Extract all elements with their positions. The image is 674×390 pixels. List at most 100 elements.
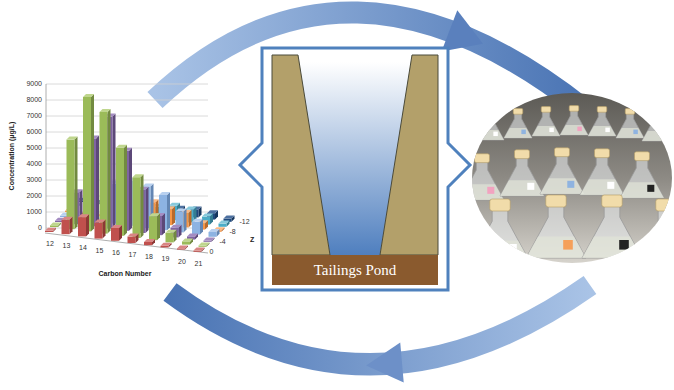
x-tick: 18 [145, 253, 153, 261]
z-tick: -12 [240, 218, 250, 226]
flask-liquid [460, 184, 504, 200]
flask-liquid [560, 125, 588, 135]
flask [540, 154, 584, 194]
flask-tag [619, 240, 629, 250]
z-tick: -8 [230, 228, 236, 236]
bar-front [100, 112, 108, 234]
bar-top [219, 221, 230, 224]
bar-top [144, 239, 155, 242]
bar-front [133, 177, 141, 238]
x-tick: 14 [79, 244, 87, 252]
bar-side [146, 187, 149, 233]
bar-top [95, 220, 106, 223]
flask [636, 208, 674, 262]
flask-liquid [620, 182, 664, 198]
bar-front [45, 231, 53, 232]
arc-head [364, 343, 403, 386]
flask-tag [507, 244, 517, 254]
bar-side [108, 109, 111, 234]
flask-tag [659, 133, 663, 137]
flask-cap [595, 149, 610, 158]
bar-side [124, 145, 127, 236]
bar-top [78, 214, 89, 217]
flask-tag [605, 128, 609, 132]
flask-cap [597, 107, 607, 113]
bar-side [96, 135, 99, 226]
y-tick: 1000 [26, 208, 42, 216]
bar-top [100, 109, 111, 112]
bar-top [50, 222, 61, 225]
bar-front [177, 248, 185, 249]
bar-top [133, 174, 144, 177]
bar-side [75, 137, 78, 230]
bar-top [187, 233, 198, 236]
bar-front [111, 228, 119, 241]
flask-liquid [526, 236, 586, 258]
flask-liquid [642, 131, 670, 141]
bar-top [194, 248, 205, 251]
bar-front [161, 246, 169, 248]
bar-front [209, 232, 217, 237]
flask-cap [541, 107, 551, 113]
flask-cap [625, 109, 635, 115]
y-tick: 3000 [26, 176, 42, 184]
flask [580, 155, 624, 195]
axis-title: Carbon Number [99, 270, 152, 278]
flask-cap [602, 195, 622, 207]
flask-tag [487, 187, 494, 194]
flask-liquid [580, 179, 624, 195]
bar-front [194, 251, 202, 252]
flasks [460, 106, 674, 262]
bar-side [91, 94, 94, 231]
pond-figure [240, 48, 470, 290]
flask-tag [567, 181, 574, 188]
flask-liquid [500, 180, 544, 196]
bar-side [167, 192, 170, 230]
bar-front [199, 246, 207, 247]
bar-top [143, 183, 154, 186]
flask-cap [490, 199, 510, 211]
bar-top [202, 214, 213, 217]
bar-top [111, 225, 122, 228]
bar-top [149, 213, 160, 216]
flask-liquid [476, 130, 504, 140]
flask-liquid [470, 240, 530, 262]
flask-liquid [540, 178, 584, 194]
bar-side [86, 214, 89, 236]
bar-top [62, 217, 73, 220]
flask-tag [647, 185, 654, 192]
y-tick: 7000 [26, 112, 42, 120]
bar-front [95, 223, 103, 239]
x-tick: 20 [178, 258, 186, 266]
flask-tag [577, 127, 581, 131]
flask [560, 110, 588, 135]
bar-top [161, 243, 172, 246]
bar-top [128, 234, 139, 237]
bar-front [144, 242, 152, 245]
x-tick: 16 [112, 249, 120, 257]
bar-top [177, 245, 188, 248]
x-tick: 19 [162, 255, 170, 263]
flask [588, 111, 616, 136]
bar-front [219, 224, 227, 227]
bar-top [159, 192, 170, 195]
bar-side [157, 213, 160, 240]
flask-cap [569, 106, 579, 112]
flask-tag [521, 130, 525, 134]
bar-front [62, 220, 70, 234]
embankment [380, 55, 438, 255]
bottom-arc [170, 285, 590, 364]
bar-front [166, 233, 174, 243]
z-tick: -4 [220, 238, 226, 246]
flask-cap [546, 195, 566, 207]
flask [470, 208, 530, 262]
y-tick: 2000 [26, 192, 42, 200]
bar-top [67, 137, 78, 140]
flask [620, 158, 664, 198]
bar-side [172, 206, 175, 225]
bar-front [78, 217, 86, 236]
flask-cap [475, 154, 490, 163]
axis-title: Z [250, 236, 254, 244]
y-tick: 8000 [26, 96, 42, 104]
